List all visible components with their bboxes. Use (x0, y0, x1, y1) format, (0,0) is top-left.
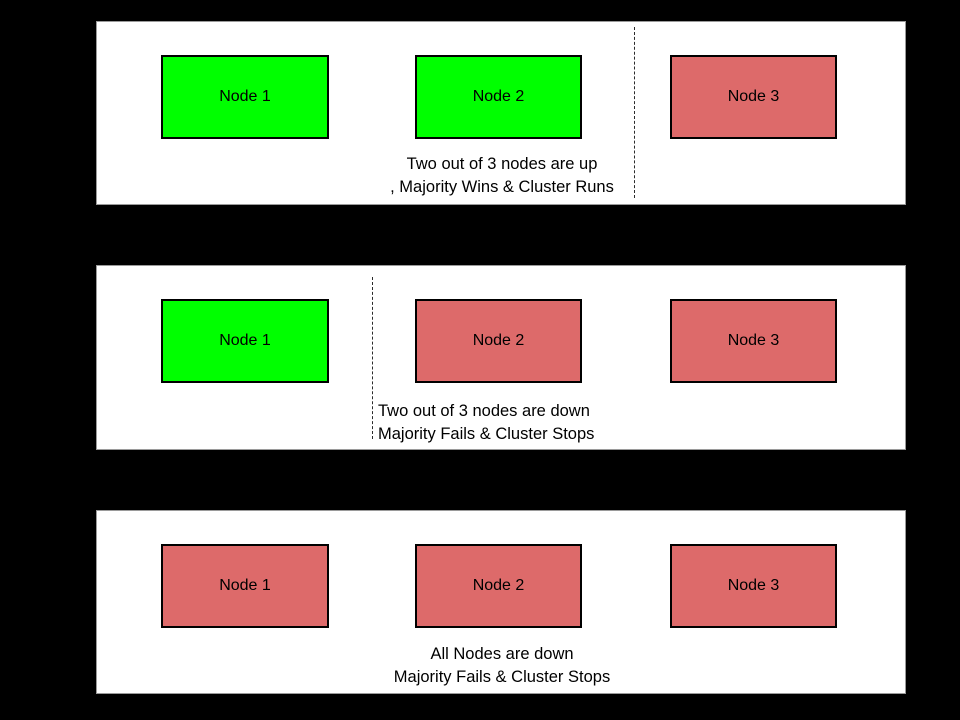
node-label: Node 2 (472, 88, 525, 105)
partition-divider-panel1 (634, 27, 635, 198)
node-label: Node 1 (219, 577, 271, 594)
node-box-panel1-node2[interactable]: Node 2 (415, 55, 582, 139)
scenario-panel-all-down: Node 1 Node 2 Node 3 All Nodes are down … (96, 510, 906, 694)
node-box-panel1-node1[interactable]: Node 1 (161, 55, 329, 139)
caption-line-2-panel2: Majority Fails & Cluster Stops (378, 425, 595, 443)
node-box-panel3-node3[interactable]: Node 3 (670, 544, 837, 628)
caption-line-1-panel1: Two out of 3 nodes are up (406, 155, 598, 173)
caption-line-2-panel1: , Majority Wins & Cluster Runs (390, 178, 614, 196)
node-box-panel2-node2[interactable]: Node 2 (415, 299, 582, 383)
node-label: Node 3 (727, 332, 780, 349)
scenario-panel-majority-down: Node 1 Node 2 Node 3 Two out of 3 nodes … (96, 265, 906, 450)
node-label: Node 3 (727, 88, 780, 105)
node-box-panel2-node3[interactable]: Node 3 (670, 299, 837, 383)
node-label: Node 1 (219, 88, 271, 105)
caption-line-1-panel2: Two out of 3 nodes are down (378, 402, 590, 420)
caption-line-1-panel3: All Nodes are down (430, 645, 574, 663)
node-label: Node 1 (219, 332, 271, 349)
node-box-panel1-node3[interactable]: Node 3 (670, 55, 837, 139)
scenario-panel-majority-up: Node 1 Node 2 Node 3 Two out of 3 nodes … (96, 21, 906, 205)
node-box-panel3-node1[interactable]: Node 1 (161, 544, 329, 628)
node-label: Node 3 (727, 577, 780, 594)
node-box-panel3-node2[interactable]: Node 2 (415, 544, 582, 628)
node-label: Node 2 (472, 577, 525, 594)
node-box-panel2-node1[interactable]: Node 1 (161, 299, 329, 383)
partition-divider-panel2 (372, 277, 373, 439)
node-label: Node 2 (472, 332, 525, 349)
caption-line-2-panel3: Majority Fails & Cluster Stops (393, 668, 611, 686)
